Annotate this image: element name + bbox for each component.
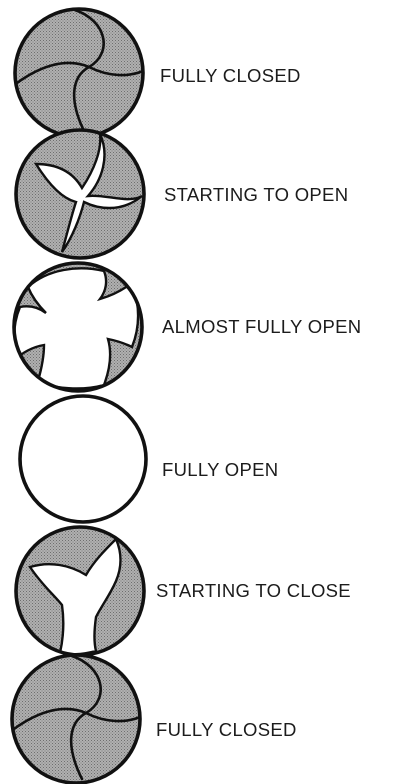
stage-label: STARTING TO OPEN	[164, 184, 348, 205]
stage-fully-open	[20, 396, 146, 522]
stage-label: FULLY CLOSED	[156, 719, 297, 740]
stage-label: ALMOST FULLY OPEN	[162, 316, 361, 337]
stage-label: FULLY OPEN	[162, 459, 278, 480]
stage-fully-closed-top	[15, 9, 143, 137]
stage-starting-to-close	[16, 527, 144, 655]
stage-starting-to-open	[16, 130, 144, 258]
stage-almost-fully-open	[14, 263, 142, 391]
stage-label: STARTING TO CLOSE	[156, 580, 351, 601]
stage-label: FULLY CLOSED	[160, 65, 301, 86]
stage-fully-closed-bottom	[12, 655, 140, 783]
